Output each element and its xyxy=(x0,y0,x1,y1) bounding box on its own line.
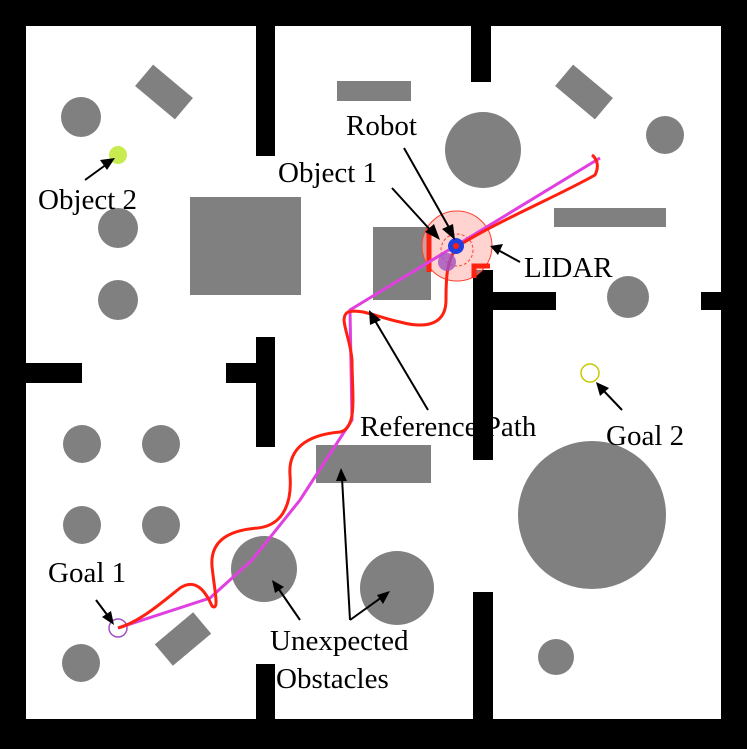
arrow-goal1 xyxy=(95,599,109,617)
obstacle-circle xyxy=(63,425,101,463)
object1-marker xyxy=(438,253,456,271)
wall-segment xyxy=(256,664,275,719)
robot-center xyxy=(453,243,459,249)
label-unexpected-line2: Obstacles xyxy=(276,663,389,695)
annotation-arrows xyxy=(84,147,623,625)
unexpected-obstacle xyxy=(360,551,434,625)
arrow-object1 xyxy=(391,187,434,234)
obstacle-circle xyxy=(98,208,138,248)
label-goal2: Goal 2 xyxy=(606,420,684,452)
arrow-unexpected-1 xyxy=(277,587,301,621)
wall-right xyxy=(721,0,747,749)
label-unexpected-line1: Unexpected xyxy=(270,625,409,657)
arrow-unexpected-3 xyxy=(349,596,383,621)
arrow-object2 xyxy=(84,163,108,181)
wall-segment xyxy=(473,270,493,460)
obstacle-circle xyxy=(63,506,101,544)
obstacle-circle xyxy=(538,639,574,675)
wall-left xyxy=(0,0,26,749)
label-object2: Object 2 xyxy=(38,184,137,216)
arrowhead-icon xyxy=(425,224,440,240)
arrowhead-icon xyxy=(336,468,347,481)
obstacle-circle xyxy=(142,506,180,544)
obstacle-circle xyxy=(142,425,180,463)
obstacle-circle xyxy=(607,276,649,318)
goal1-marker xyxy=(108,618,128,638)
label-lidar: LIDAR xyxy=(524,252,613,284)
label-robot: Robot xyxy=(346,110,417,142)
label-reference-path: Reference Path xyxy=(360,411,537,443)
wall-segment xyxy=(701,292,721,310)
arrowhead-icon xyxy=(377,591,390,604)
obstacle-rect xyxy=(154,612,212,666)
wall-segment xyxy=(493,292,556,310)
obstacle-rect xyxy=(555,64,613,120)
obstacle-circle xyxy=(62,644,100,682)
arrow-unexpected-2 xyxy=(341,477,351,621)
label-object1: Object 1 xyxy=(278,157,377,189)
arrowhead-icon xyxy=(102,611,114,625)
lidar-hit xyxy=(471,263,490,278)
arrowhead-icon xyxy=(596,382,609,396)
wall-segment xyxy=(473,592,493,719)
arrowhead-icon xyxy=(272,580,284,593)
obstacle-circle xyxy=(445,112,521,188)
obstacle-circle xyxy=(646,116,684,154)
wall-bottom xyxy=(0,719,747,749)
arrow-goal2 xyxy=(601,388,623,411)
arrow-lidar xyxy=(497,249,521,263)
obstacle-rect xyxy=(135,64,193,120)
wall-segment xyxy=(256,337,275,447)
wall-segment xyxy=(26,363,82,383)
goal2-marker xyxy=(580,363,600,383)
arrowhead-icon xyxy=(442,224,455,240)
obstacle-rect xyxy=(373,227,431,300)
wall-segment xyxy=(226,363,275,383)
obstacle-circle xyxy=(98,280,138,320)
obstacles xyxy=(61,64,684,682)
unexpected-obstacle xyxy=(316,445,431,483)
arrow-robot xyxy=(403,147,452,232)
obstacle-rect xyxy=(190,197,301,295)
obstacle-rect xyxy=(554,208,666,227)
interior-walls xyxy=(26,26,721,719)
robot-trajectory xyxy=(117,153,599,630)
lidar-inner xyxy=(440,233,474,267)
obstacle-circle xyxy=(61,97,101,137)
obstacle-rect xyxy=(337,81,411,101)
wall-top xyxy=(0,0,747,26)
arrowhead-icon xyxy=(490,244,503,255)
label-goal1: Goal 1 xyxy=(48,557,126,589)
obstacle-circle xyxy=(518,441,666,589)
arrowhead-icon xyxy=(369,310,381,325)
arrow-reference-path xyxy=(373,318,429,411)
wall-segment xyxy=(256,26,275,156)
wall-segment xyxy=(471,26,491,82)
arrowhead-icon xyxy=(100,158,115,170)
unexpected-obstacles xyxy=(231,445,434,625)
